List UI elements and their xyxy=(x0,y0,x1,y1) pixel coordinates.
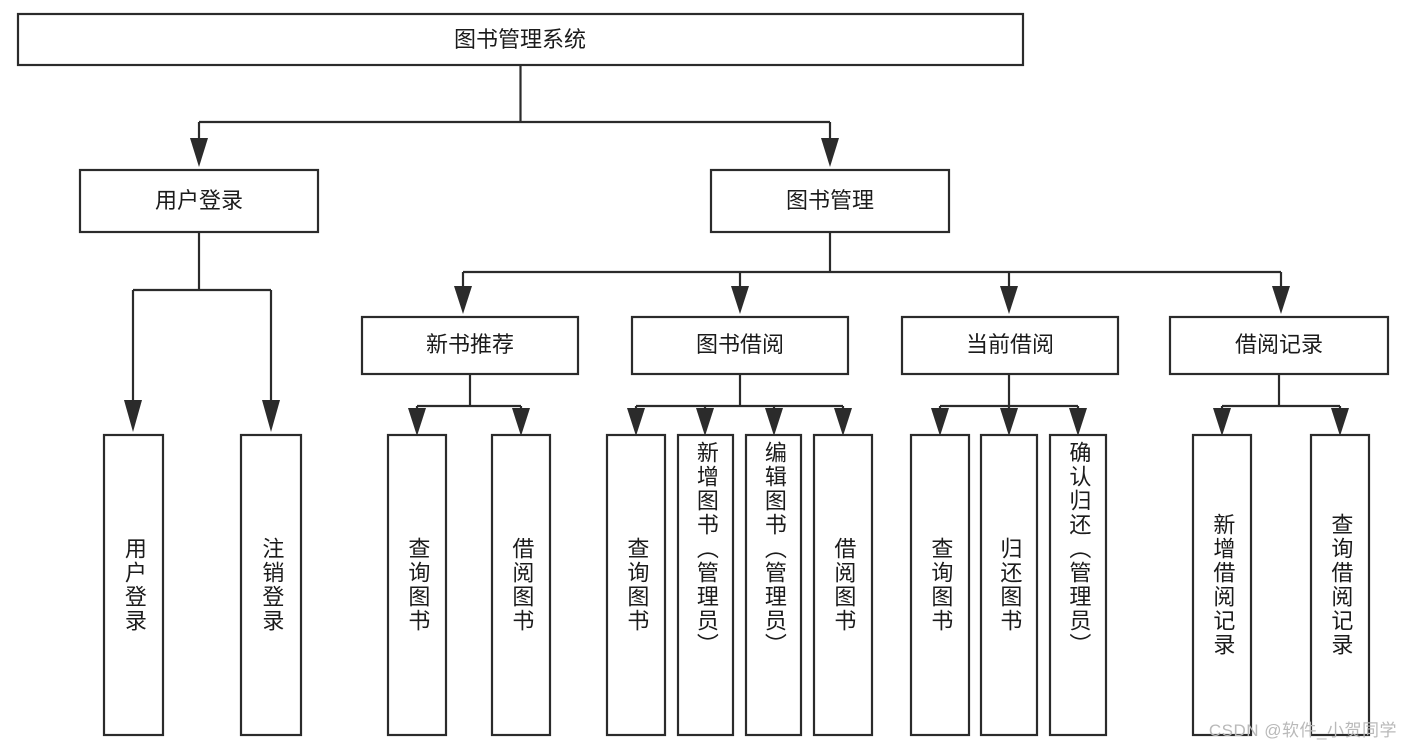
arrow-head-book-borrow xyxy=(731,286,749,314)
arrow-head-leaf-return-book xyxy=(1000,408,1018,436)
connector-group-book-borrow xyxy=(627,374,852,436)
node-user-login[interactable]: 用户登录 xyxy=(78,168,320,234)
arrow-head-new-book-rec xyxy=(454,286,472,314)
node-current-borrow-box[interactable] xyxy=(900,315,1120,376)
connector-group-new-book-rec xyxy=(408,374,530,436)
node-leaf-query-record-box[interactable] xyxy=(1309,433,1371,737)
node-leaf-query-book-2-box[interactable] xyxy=(605,433,667,737)
node-user-login-label: 用户登录 xyxy=(155,188,243,213)
node-book-borrow-label: 图书借阅 xyxy=(696,332,784,357)
arrow-head-leaf-edit-book xyxy=(765,408,783,436)
node-leaf-borrow-book-2-box[interactable] xyxy=(812,433,874,737)
node-root-box[interactable] xyxy=(16,12,1025,67)
arrow-head-leaf-query-book-2 xyxy=(627,408,645,436)
node-leaf-query-book-1-box[interactable] xyxy=(386,433,448,737)
node-borrow-record[interactable]: 借阅记录 xyxy=(1168,315,1390,376)
connector-group-current-borrow xyxy=(931,374,1087,436)
node-book-borrow[interactable]: 图书借阅 xyxy=(630,315,850,376)
node-book-manage-box[interactable] xyxy=(709,168,951,234)
watermark-text: CSDN @软件_小贺同学 xyxy=(1208,721,1397,740)
node-borrow-record-box[interactable] xyxy=(1168,315,1390,376)
node-book-manage[interactable]: 图书管理 xyxy=(709,168,951,234)
node-leaf-user-login-box[interactable] xyxy=(102,433,165,737)
arrow-head-leaf-add-record xyxy=(1213,408,1231,436)
node-leaf-return-book-box[interactable] xyxy=(979,433,1039,737)
arrow-head-book-manage xyxy=(821,138,839,167)
node-leaf-edit-book-box[interactable] xyxy=(744,433,803,737)
node-book-manage-label: 图书管理 xyxy=(786,188,874,213)
node-current-borrow-label: 当前借阅 xyxy=(966,332,1054,357)
node-new-book-rec-box[interactable] xyxy=(360,315,580,376)
arrow-head-leaf-query-book-3 xyxy=(931,408,949,436)
node-borrow-record-label: 借阅记录 xyxy=(1235,332,1323,357)
node-new-book-rec-label: 新书推荐 xyxy=(426,332,514,357)
node-book-borrow-box[interactable] xyxy=(630,315,850,376)
arrow-head-leaf-add-book xyxy=(696,408,714,436)
connector-group-root xyxy=(190,65,839,167)
connector-group-borrow-record xyxy=(1213,374,1349,436)
node-new-book-rec[interactable]: 新书推荐 xyxy=(360,315,580,376)
node-root[interactable]: 图书管理系统 xyxy=(16,12,1025,67)
arrow-head-borrow-record xyxy=(1272,286,1290,314)
node-leaf-borrow-book-1-box[interactable] xyxy=(490,433,552,737)
arrow-head-leaf-query-book-1 xyxy=(408,408,426,436)
connector-group-user-login xyxy=(124,232,280,432)
connector-group-book-manage xyxy=(454,232,1290,314)
arrow-head-leaf-borrow-book-2 xyxy=(834,408,852,436)
node-leaf-add-book-box[interactable] xyxy=(676,433,735,737)
arrow-head-leaf-logout xyxy=(262,400,280,432)
node-root-label: 图书管理系统 xyxy=(454,27,586,52)
node-leaf-logout-box[interactable] xyxy=(239,433,303,737)
arrow-head-leaf-query-record xyxy=(1331,408,1349,436)
node-leaf-confirm-return-box[interactable] xyxy=(1048,433,1108,737)
arrow-head-leaf-borrow-book-1 xyxy=(512,408,530,436)
arrow-head-leaf-user-login xyxy=(124,400,142,432)
node-user-login-box[interactable] xyxy=(78,168,320,234)
node-leaf-add-record-box[interactable] xyxy=(1191,433,1253,737)
node-current-borrow[interactable]: 当前借阅 xyxy=(900,315,1120,376)
arrow-head-current-borrow xyxy=(1000,286,1018,314)
arrow-head-user-login xyxy=(190,138,208,167)
arrow-head-leaf-confirm-return xyxy=(1069,408,1087,436)
node-leaf-query-book-3-box[interactable] xyxy=(909,433,971,737)
